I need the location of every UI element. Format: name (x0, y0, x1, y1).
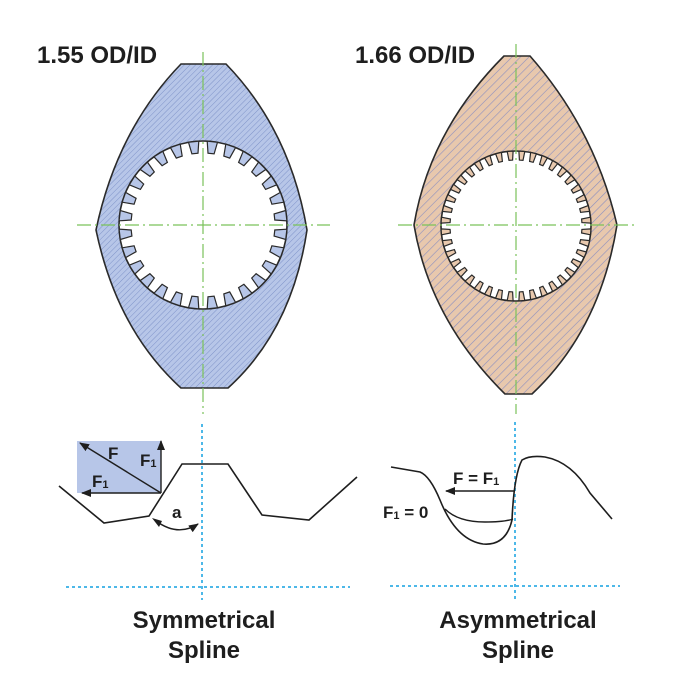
spline-tooth (223, 143, 237, 159)
spline-tooth (564, 174, 576, 186)
subscript-1: 1 (393, 510, 399, 522)
asymmetrical-profile-outer (390, 455, 613, 545)
spline-tooth (473, 280, 484, 293)
spline-tooth (528, 288, 538, 301)
left-spline-bore (118, 140, 288, 310)
spline-tooth (153, 283, 169, 300)
spline-tooth (548, 280, 559, 293)
spline-tooth (206, 140, 219, 155)
spline-tooth (187, 140, 200, 155)
spline-tooth (548, 159, 559, 172)
spline-tooth (250, 272, 267, 289)
spline-tooth (518, 150, 526, 162)
spline-tooth (556, 166, 568, 178)
spline-tooth (128, 175, 145, 191)
spline-tooth (518, 290, 526, 302)
spline-tooth (273, 228, 288, 241)
spline-tooth (575, 193, 588, 204)
symmetrical-profile-line (58, 463, 358, 524)
spline-tooth (506, 150, 514, 162)
spline-tooth (580, 216, 592, 224)
spline-tooth (223, 291, 237, 307)
spline-tooth (269, 245, 285, 259)
spline-tooth (441, 238, 454, 248)
spline-tooth (578, 204, 591, 214)
spline-tooth (261, 259, 278, 275)
subscript-1: 1 (493, 476, 499, 488)
right-caption-line1: Asymmetrical (439, 607, 597, 634)
label-f-eq-f1: F = F1 (453, 469, 499, 488)
right-gear (398, 44, 637, 414)
spline-tooth (483, 154, 494, 167)
label-f: F (108, 444, 118, 463)
right-caption: Asymmetrical Spline (398, 606, 638, 666)
spline-tooth (464, 166, 476, 178)
spline-tooth (441, 204, 454, 214)
spline-tooth (578, 238, 591, 248)
spline-tooth (456, 266, 468, 278)
spline-tooth (538, 285, 549, 298)
spline-tooth (440, 228, 452, 236)
spline-tooth (250, 161, 267, 178)
left-caption: Symmetrical Spline (84, 606, 324, 666)
spline-tooth (118, 209, 133, 222)
spline-tooth (444, 193, 457, 204)
spline-tooth (237, 283, 253, 300)
force-arrow-f (79, 442, 162, 494)
subscript-1: 1 (150, 458, 156, 470)
label-f1-eq-zero: F1 = 0 (383, 503, 428, 522)
spline-tooth (121, 245, 137, 259)
spline-tooth (187, 295, 200, 310)
spline-tooth (570, 258, 583, 269)
left-caption-line2: Spline (167, 637, 240, 664)
spline-tooth (269, 191, 285, 205)
right-caption-line2: Spline (481, 637, 554, 664)
spline-tooth (139, 161, 156, 178)
spline-tooth (169, 291, 183, 307)
spline-tooth (483, 285, 494, 298)
spline-tooth (139, 272, 156, 289)
left-gear (77, 52, 330, 414)
left-caption-line1: Symmetrical (132, 607, 276, 634)
spline-tooth (494, 288, 504, 301)
spline-tooth (121, 191, 137, 205)
spline-tooth (538, 154, 549, 167)
subscript-1: 1 (102, 479, 108, 491)
label-angle-a: a (172, 503, 182, 522)
right-spline-bore (440, 150, 592, 302)
spline-tooth (118, 228, 133, 241)
angle-arc (155, 520, 199, 533)
spline-tooth (473, 159, 484, 172)
spline-tooth (449, 183, 462, 194)
spline-tooth (506, 290, 514, 302)
spline-tooth (128, 259, 145, 275)
spline-tooth (153, 150, 169, 167)
spline-tooth (570, 183, 583, 194)
spline-tooth (261, 175, 278, 191)
asymmetrical-tooth-profile: F = F1 F1 = 0 (383, 422, 620, 600)
spline-tooth (494, 151, 504, 164)
spline-tooth (237, 150, 253, 167)
spline-tooth (575, 248, 588, 259)
angle-arc-start-arrow (152, 518, 162, 527)
spline-tooth (456, 174, 468, 186)
spline-tooth (556, 274, 568, 286)
spline-tooth (206, 295, 219, 310)
spline-tooth (444, 248, 457, 259)
spline-tooth (440, 216, 452, 224)
right-title: 1.66 OD/ID (355, 42, 475, 69)
spline-tooth (169, 143, 183, 159)
asymmetrical-profile-inner (444, 508, 514, 523)
spline-tooth (528, 151, 538, 164)
eq-zero: = 0 (400, 503, 429, 522)
spline-tooth (449, 258, 462, 269)
spline-tooth (273, 209, 288, 222)
spline-tooth (464, 274, 476, 286)
spline-tooth (564, 266, 576, 278)
symmetrical-tooth-profile: F F1 F1 a (58, 424, 358, 600)
spline-tooth (580, 228, 592, 236)
left-title: 1.55 OD/ID (37, 42, 157, 69)
